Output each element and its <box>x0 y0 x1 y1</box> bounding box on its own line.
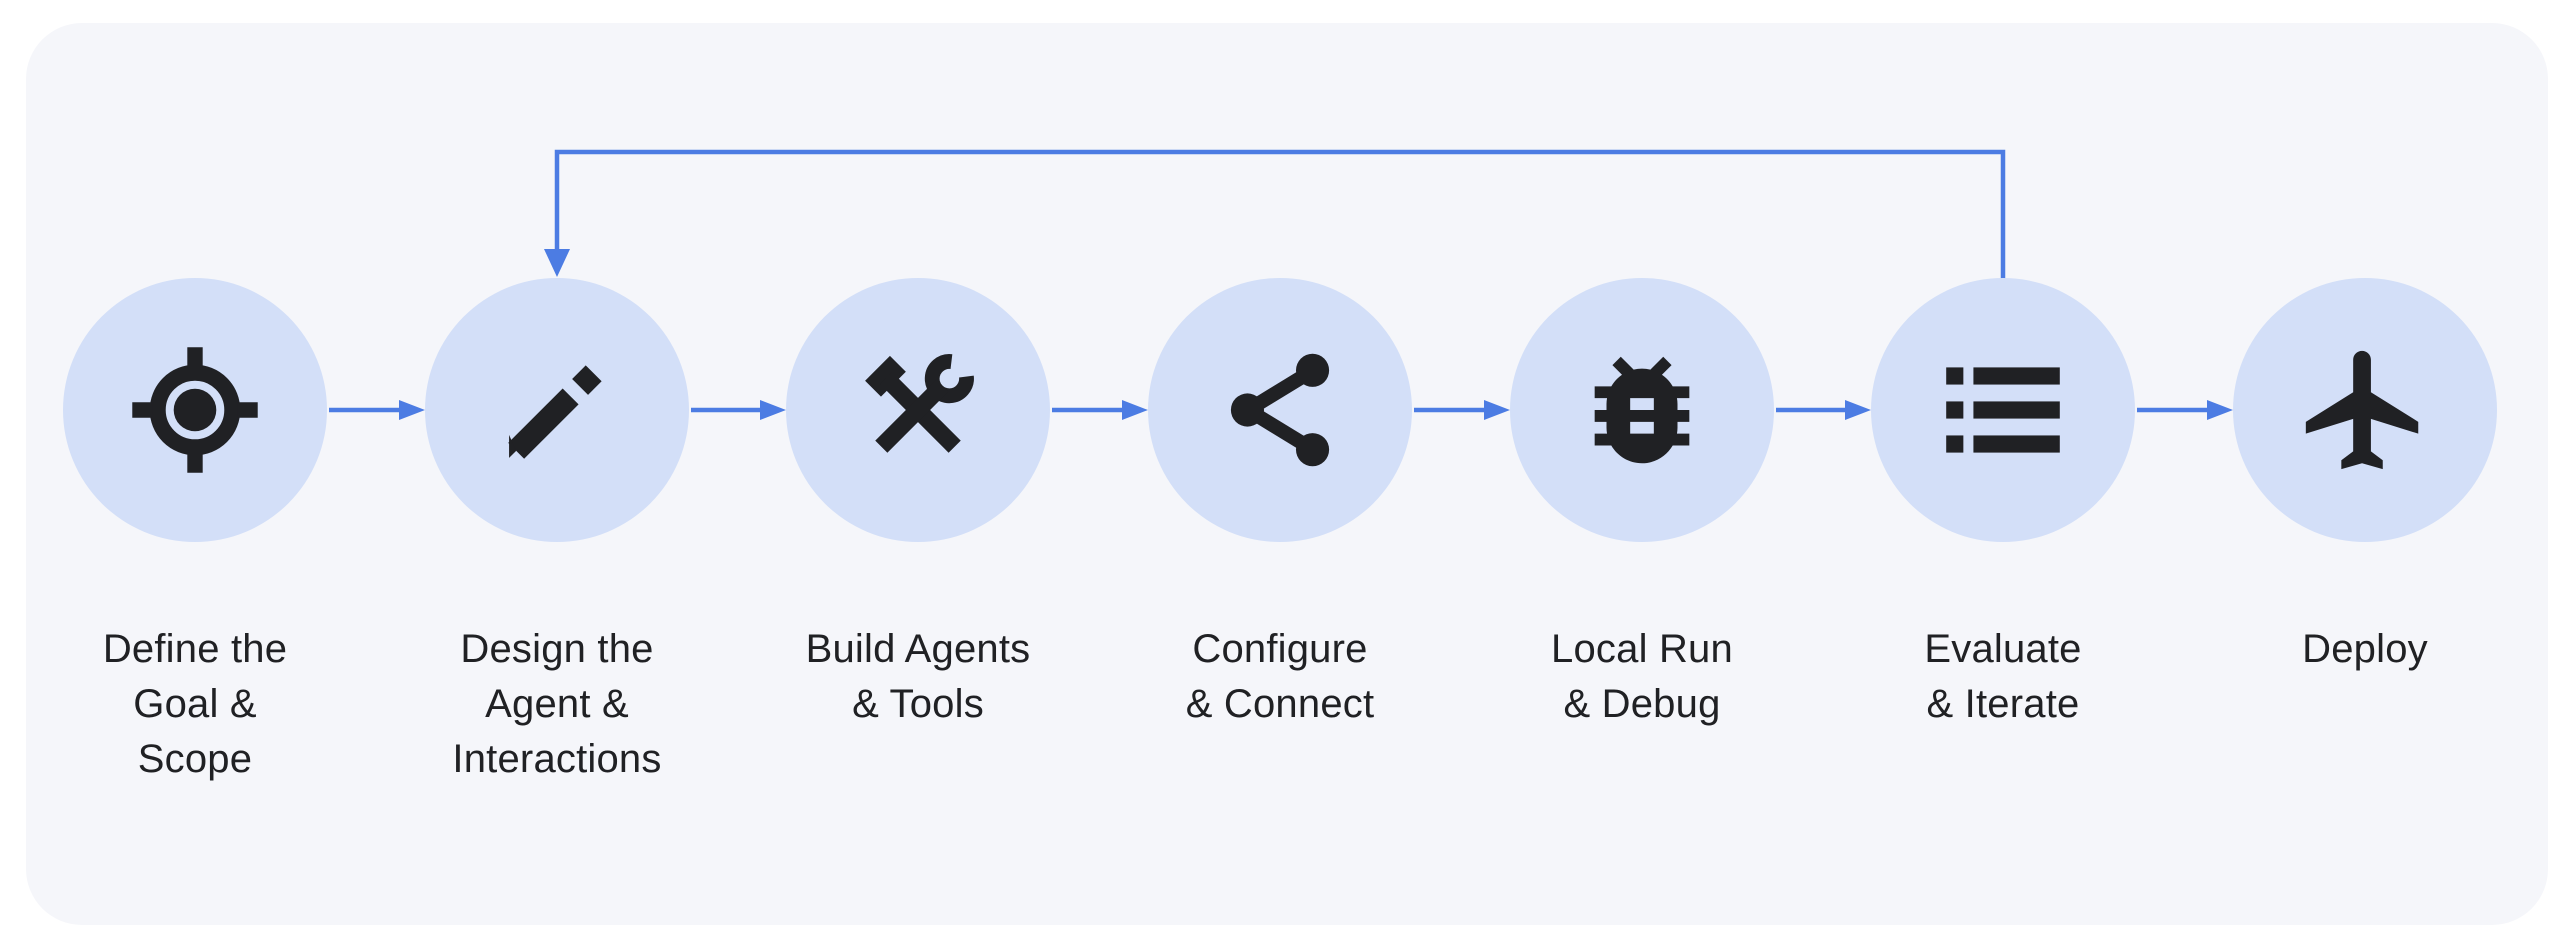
target-icon <box>132 347 258 473</box>
step-define-goal-scope: Define the Goal & Scope <box>25 278 365 787</box>
step-design-agent-interactions: Design the Agent & Interactions <box>387 278 727 787</box>
list-icon <box>1946 367 2060 453</box>
step-local-run-debug: Local Run & Debug <box>1472 278 1812 732</box>
step-label: Define the Goal & Scope <box>102 627 288 781</box>
step-evaluate-iterate: Evaluate & Iterate <box>1833 278 2173 732</box>
step-circle <box>1871 278 2135 542</box>
step-label: Configure & Connect <box>1185 627 1375 726</box>
step-circle <box>2233 278 2497 542</box>
step-label: Deploy <box>2302 627 2428 671</box>
step-circle <box>63 278 327 542</box>
pencil-icon <box>508 365 602 459</box>
step-deploy: Deploy <box>2195 278 2535 677</box>
bug-icon <box>1594 356 1690 464</box>
share-icon <box>1230 353 1330 467</box>
step-label: Evaluate & Iterate <box>1924 627 2082 726</box>
step-label: Design the Agent & Interactions <box>452 627 662 781</box>
step-circle <box>786 278 1050 542</box>
step-circle <box>1148 278 1412 542</box>
step-circle <box>1510 278 1774 542</box>
step-label: Build Agents & Tools <box>805 627 1031 726</box>
step-build-agents-tools: Build Agents & Tools <box>748 278 1088 732</box>
step-circle <box>425 278 689 542</box>
tools-icon <box>865 354 974 453</box>
step-label: Local Run & Debug <box>1551 627 1733 726</box>
airplane-icon <box>2305 350 2419 470</box>
step-configure-connect: Configure & Connect <box>1110 278 1450 732</box>
